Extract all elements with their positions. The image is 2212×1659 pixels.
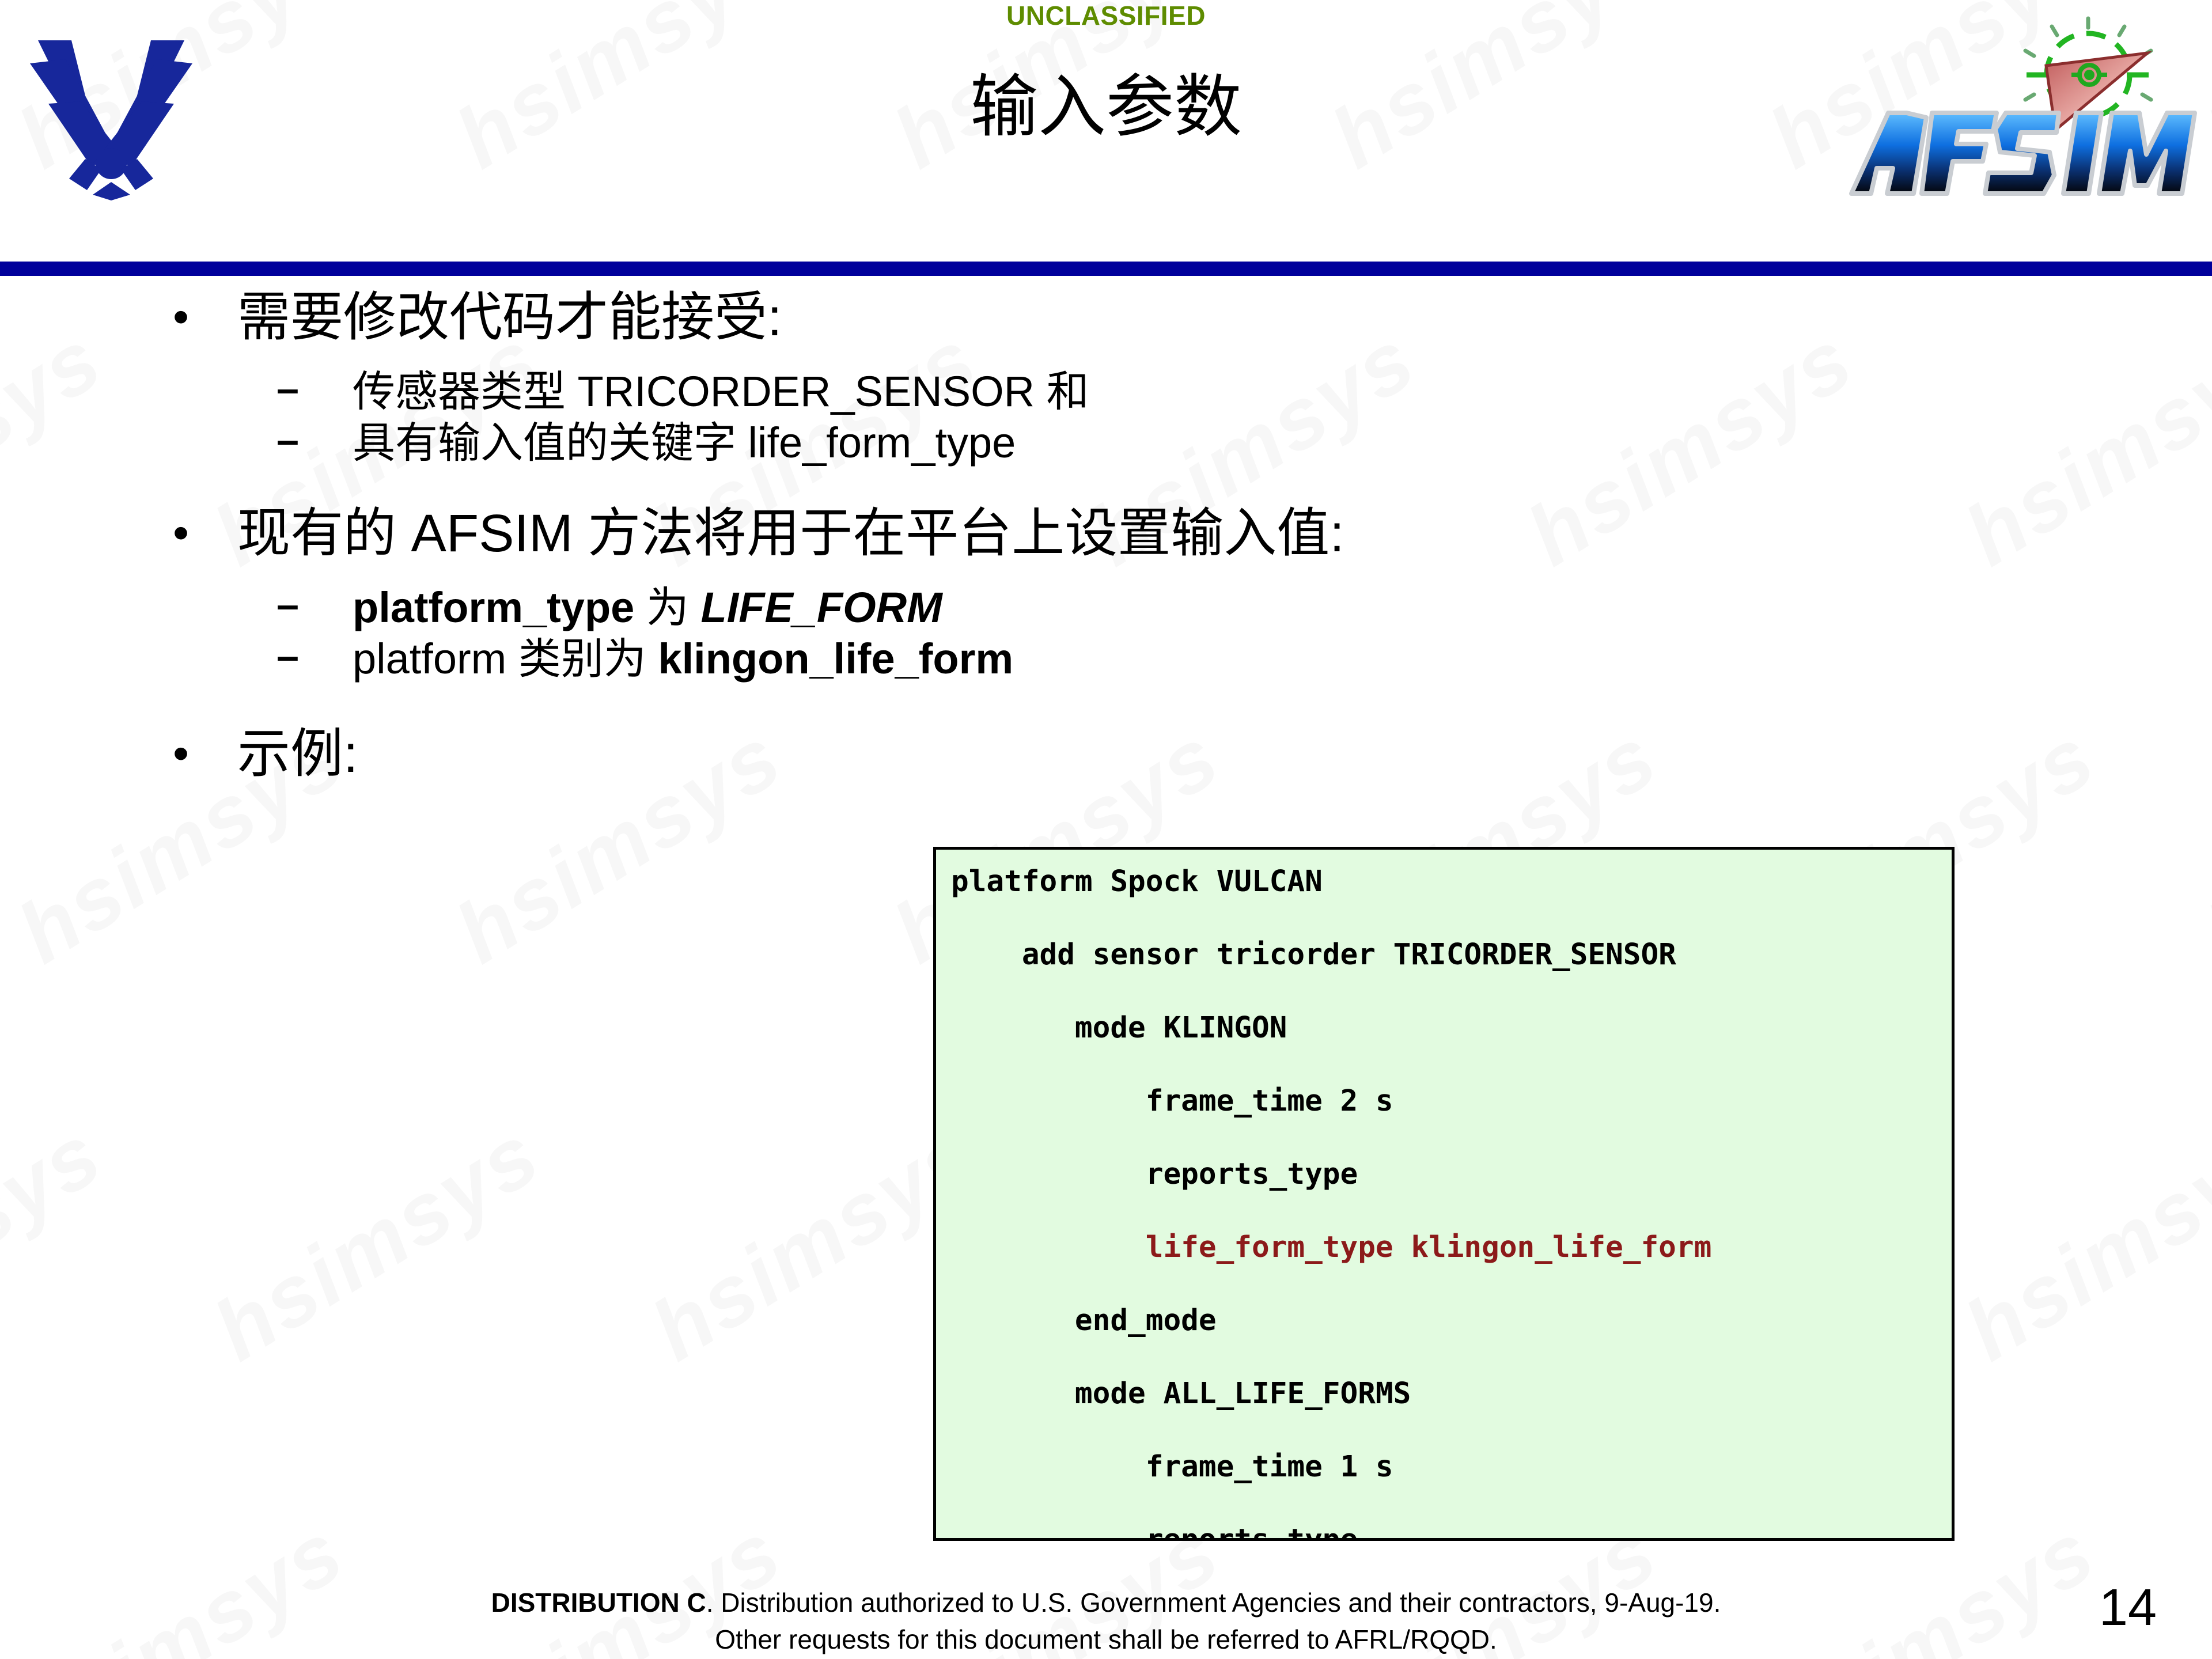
code-value: klingon_life_form [658, 634, 1014, 683]
distribution-text-line2: Other requests for this document shall b… [715, 1624, 1497, 1655]
classification-banner: UNCLASSIFIED [1006, 1, 1206, 31]
code-block: platform Spock VULCAN add sensor tricord… [951, 863, 1952, 1541]
sub-bullet-text: platform_type 为 LIFE_FORM [276, 584, 2212, 632]
sub-bullet-text: 具有输入值的关键字 life_form_type [353, 418, 1016, 467]
spacer [0, 471, 2212, 504]
bullet-marker: – [276, 416, 299, 462]
page-number: 14 [2099, 1579, 2157, 1637]
afsim-logo [1843, 10, 2200, 200]
sub-bullet-text: 传感器类型 TRICORDER_SENSOR 和 [353, 368, 1089, 416]
code-line: mode KLINGON [951, 1010, 1287, 1045]
distribution-label: DISTRIBUTION C [491, 1588, 706, 1618]
bullet-text: 现有的 AFSIM 方法将用于在平台上设置输入值: [237, 503, 1344, 563]
bullet-item: • 需要修改代码才能接受: [0, 288, 2212, 347]
bullet-text: 示例: [237, 724, 358, 783]
bullet-marker: • [173, 727, 190, 779]
spacer [0, 687, 2212, 725]
sub-bullet-item: – platform 类别为 klingon_life_form [0, 632, 2212, 683]
bullet-marker: – [276, 366, 299, 411]
code-line: frame_time 1 s [951, 1449, 1393, 1484]
sub-bullet-item: – 具有输入值的关键字 life_form_type [0, 416, 2212, 467]
distribution-text: . Distribution authorized to U.S. Govern… [706, 1588, 1721, 1618]
header-divider [0, 262, 2212, 276]
sub-bullet-text: platform 类别为 klingon_life_form [276, 635, 2212, 683]
code-line: platform Spock VULCAN [951, 865, 1323, 899]
bullet-marker: • [173, 291, 190, 342]
bullet-marker: • [173, 506, 190, 558]
code-example-box: platform Spock VULCAN add sensor tricord… [933, 847, 1955, 1541]
bullet-item: • 现有的 AFSIM 方法将用于在平台上设置输入值: [0, 504, 2212, 563]
connector-text: 为 [634, 583, 701, 631]
page-title: 输入参数 [969, 67, 1242, 146]
code-keyword: platform_type [353, 583, 635, 631]
bullet-text: 需要修改代码才能接受: [237, 288, 782, 347]
code-line: add sensor tricorder TRICORDER_SENSOR [951, 937, 1676, 972]
spacer [0, 569, 2212, 584]
watermark-text: hsimsys [1948, 1104, 2212, 1381]
code-line: frame_time 2 s [951, 1084, 1393, 1118]
code-value: LIFE_FORM [700, 583, 942, 631]
sub-bullet-item: – platform_type 为 LIFE_FORM [0, 581, 2212, 632]
distribution-statement: DISTRIBUTION C. Distribution authorized … [0, 1584, 2212, 1658]
code-line: reports_type [951, 1157, 1358, 1191]
bullet-marker: – [276, 581, 299, 627]
code-line: life_form_type klingon_life_form [951, 1230, 1712, 1264]
watermark-text: hsimsys [197, 1104, 557, 1381]
watermark-text: hsimsys [0, 1104, 119, 1381]
bullet-item: • 示例: [0, 725, 2212, 784]
connector-text: 类别为 [506, 634, 658, 683]
bullet-marker: – [276, 632, 299, 678]
slide-body: • 需要修改代码才能接受: – 传感器类型 TRICORDER_SENSOR 和… [0, 288, 2212, 790]
code-line: reports_type [951, 1522, 1358, 1541]
us-air-force-wings-logo [16, 28, 206, 200]
code-line: mode ALL_LIFE_FORMS [951, 1376, 1411, 1411]
spacer [0, 353, 2212, 368]
code-line: end_mode [951, 1303, 1217, 1338]
sub-bullet-item: – 传感器类型 TRICORDER_SENSOR 和 [0, 366, 2212, 416]
code-keyword: platform [353, 634, 507, 683]
